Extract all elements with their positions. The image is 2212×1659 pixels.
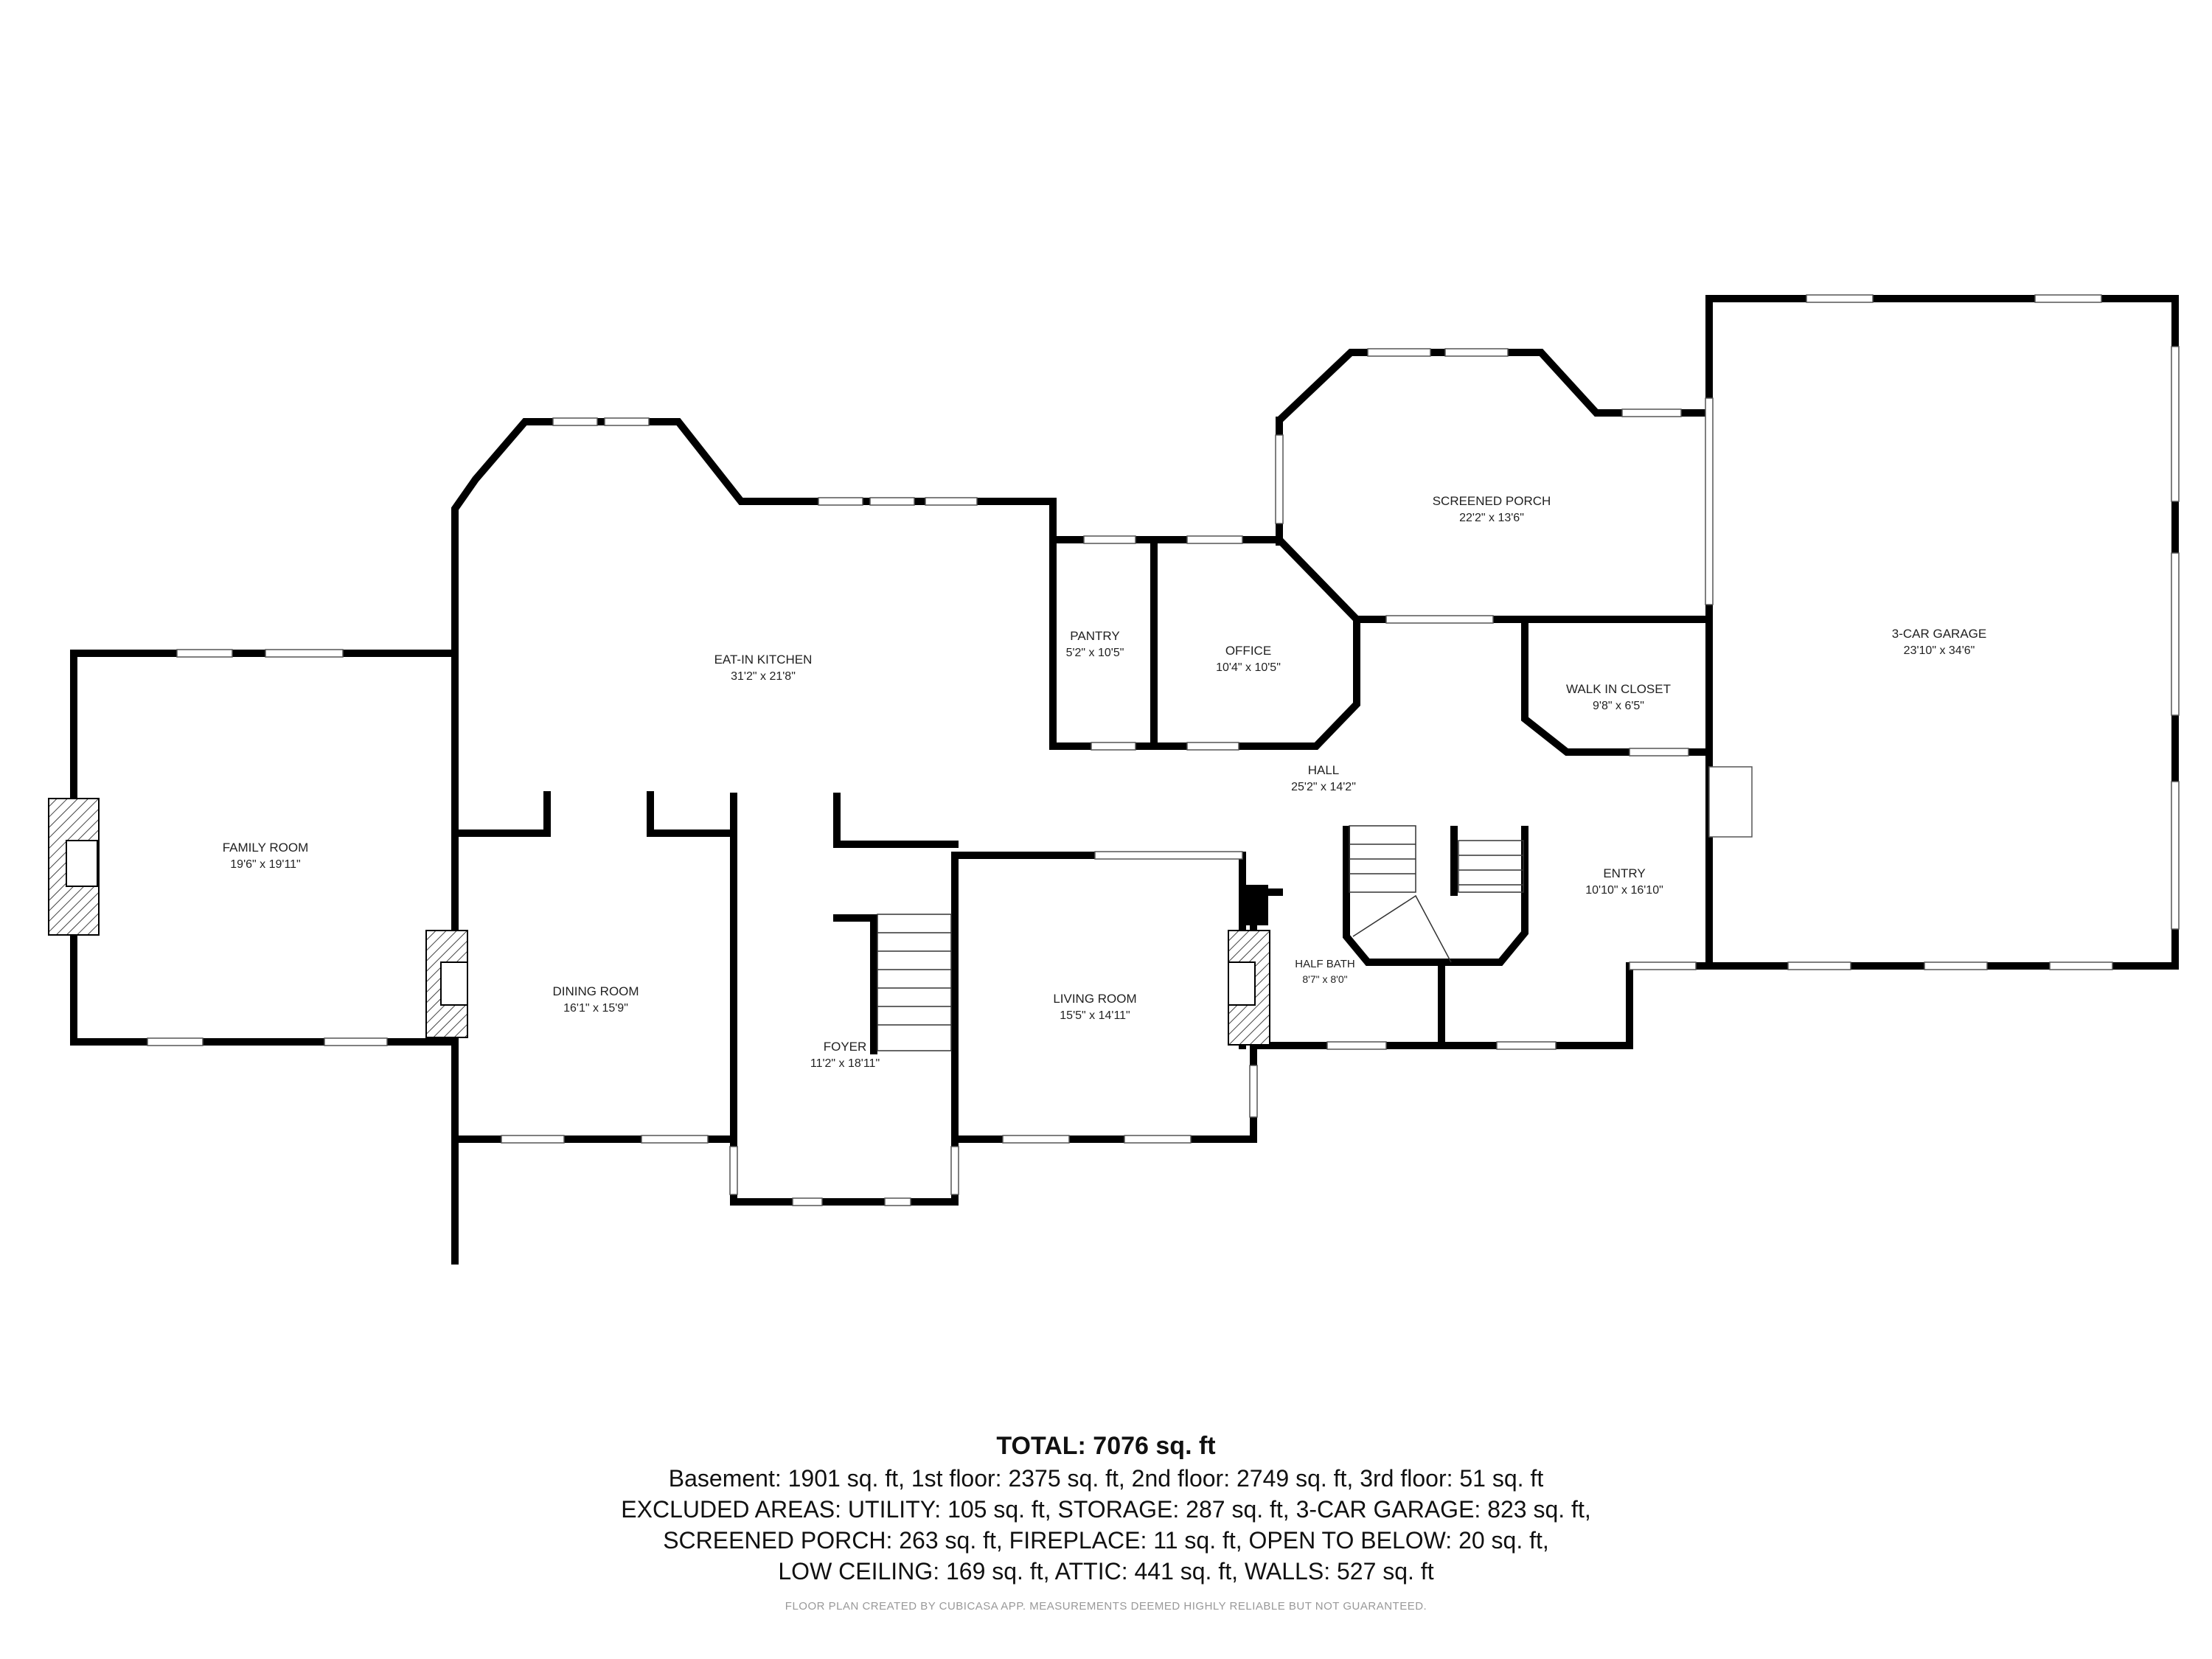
svg-text:31'2" x 21'8": 31'2" x 21'8" xyxy=(731,670,796,683)
excluded-areas-line-1: EXCLUDED AREAS: UTILITY: 105 sq. ft, STO… xyxy=(621,1496,1591,1523)
room-label-entry: ENTRY 10'10" x 16'10" xyxy=(1585,866,1663,897)
room-label-hall: HALL 25'2" x 14'2" xyxy=(1291,763,1356,793)
svg-text:22'2" x 13'6": 22'2" x 13'6" xyxy=(1459,512,1524,524)
svg-text:8'7" x 8'0": 8'7" x 8'0" xyxy=(1302,973,1347,985)
svg-text:15'5" x 14'11": 15'5" x 14'11" xyxy=(1060,1009,1130,1022)
room-label-foyer: FOYER 11'2" x 18'11" xyxy=(810,1040,880,1070)
room-label-pantry: PANTRY 5'2" x 10'5" xyxy=(1066,629,1124,659)
svg-text:16'1" x 15'9": 16'1" x 15'9" xyxy=(563,1002,628,1015)
room-label-screened-porch: SCREENED PORCH 22'2" x 13'6" xyxy=(1433,494,1551,524)
room-label-half-bath: HALF BATH 8'7" x 8'0" xyxy=(1295,958,1354,985)
svg-text:23'10" x 34'6": 23'10" x 34'6" xyxy=(1904,644,1975,657)
svg-text:9'8" x 6'5": 9'8" x 6'5" xyxy=(1593,700,1644,712)
svg-text:FAMILY ROOM: FAMILY ROOM xyxy=(223,841,309,855)
svg-text:DINING ROOM: DINING ROOM xyxy=(552,984,639,998)
room-label-dining-room: DINING ROOM 16'1" x 15'9" xyxy=(552,984,639,1015)
svg-text:PANTRY: PANTRY xyxy=(1070,629,1119,643)
svg-text:ENTRY: ENTRY xyxy=(1603,866,1645,880)
area-summary: TOTAL: 7076 sq. ft Basement: 1901 sq. ft… xyxy=(0,1429,2212,1613)
windows xyxy=(147,294,2180,1206)
svg-text:3-CAR GARAGE: 3-CAR GARAGE xyxy=(1892,627,1986,641)
svg-text:25'2" x 14'2": 25'2" x 14'2" xyxy=(1291,781,1356,793)
disclaimer-text: FLOOR PLAN CREATED BY CUBICASA APP. MEAS… xyxy=(785,1600,1427,1613)
svg-text:EAT-IN KITCHEN: EAT-IN KITCHEN xyxy=(714,653,813,667)
svg-text:10'10" x 16'10": 10'10" x 16'10" xyxy=(1585,884,1663,897)
svg-text:SCREENED PORCH: SCREENED PORCH xyxy=(1433,494,1551,508)
room-label-eat-in-kitchen: EAT-IN KITCHEN 31'2" x 21'8" xyxy=(714,653,813,683)
room-label-living-room: LIVING ROOM 15'5" x 14'11" xyxy=(1053,992,1136,1022)
fireplaces xyxy=(48,798,1270,1046)
excluded-areas-line-3: LOW CEILING: 169 sq. ft, ATTIC: 441 sq. … xyxy=(778,1558,1434,1585)
svg-text:LIVING ROOM: LIVING ROOM xyxy=(1053,992,1136,1006)
total-area: TOTAL: 7076 sq. ft xyxy=(996,1432,1216,1460)
svg-text:WALK IN CLOSET: WALK IN CLOSET xyxy=(1566,682,1671,696)
exterior-walls xyxy=(70,295,2179,1265)
svg-text:FOYER: FOYER xyxy=(824,1040,867,1054)
svg-text:10'4" x 10'5": 10'4" x 10'5" xyxy=(1216,661,1281,674)
excluded-areas-line-2: SCREENED PORCH: 263 sq. ft, FIREPLACE: 1… xyxy=(663,1527,1549,1554)
room-label-garage: 3-CAR GARAGE 23'10" x 34'6" xyxy=(1892,627,1986,657)
floor-areas: Basement: 1901 sq. ft, 1st floor: 2375 s… xyxy=(668,1465,1544,1492)
svg-text:HALF BATH: HALF BATH xyxy=(1295,958,1354,970)
svg-text:HALL: HALL xyxy=(1308,763,1340,777)
stairs xyxy=(877,825,1524,1051)
room-label-family-room: FAMILY ROOM 19'6" x 19'11" xyxy=(223,841,309,871)
svg-text:19'6" x 19'11": 19'6" x 19'11" xyxy=(230,858,300,871)
svg-text:OFFICE: OFFICE xyxy=(1225,644,1271,658)
svg-text:11'2" x 18'11": 11'2" x 18'11" xyxy=(810,1057,880,1070)
room-label-walk-in-closet: WALK IN CLOSET 9'8" x 6'5" xyxy=(1566,682,1671,712)
svg-text:5'2" x 10'5": 5'2" x 10'5" xyxy=(1066,647,1124,659)
room-label-office: OFFICE 10'4" x 10'5" xyxy=(1216,644,1281,674)
